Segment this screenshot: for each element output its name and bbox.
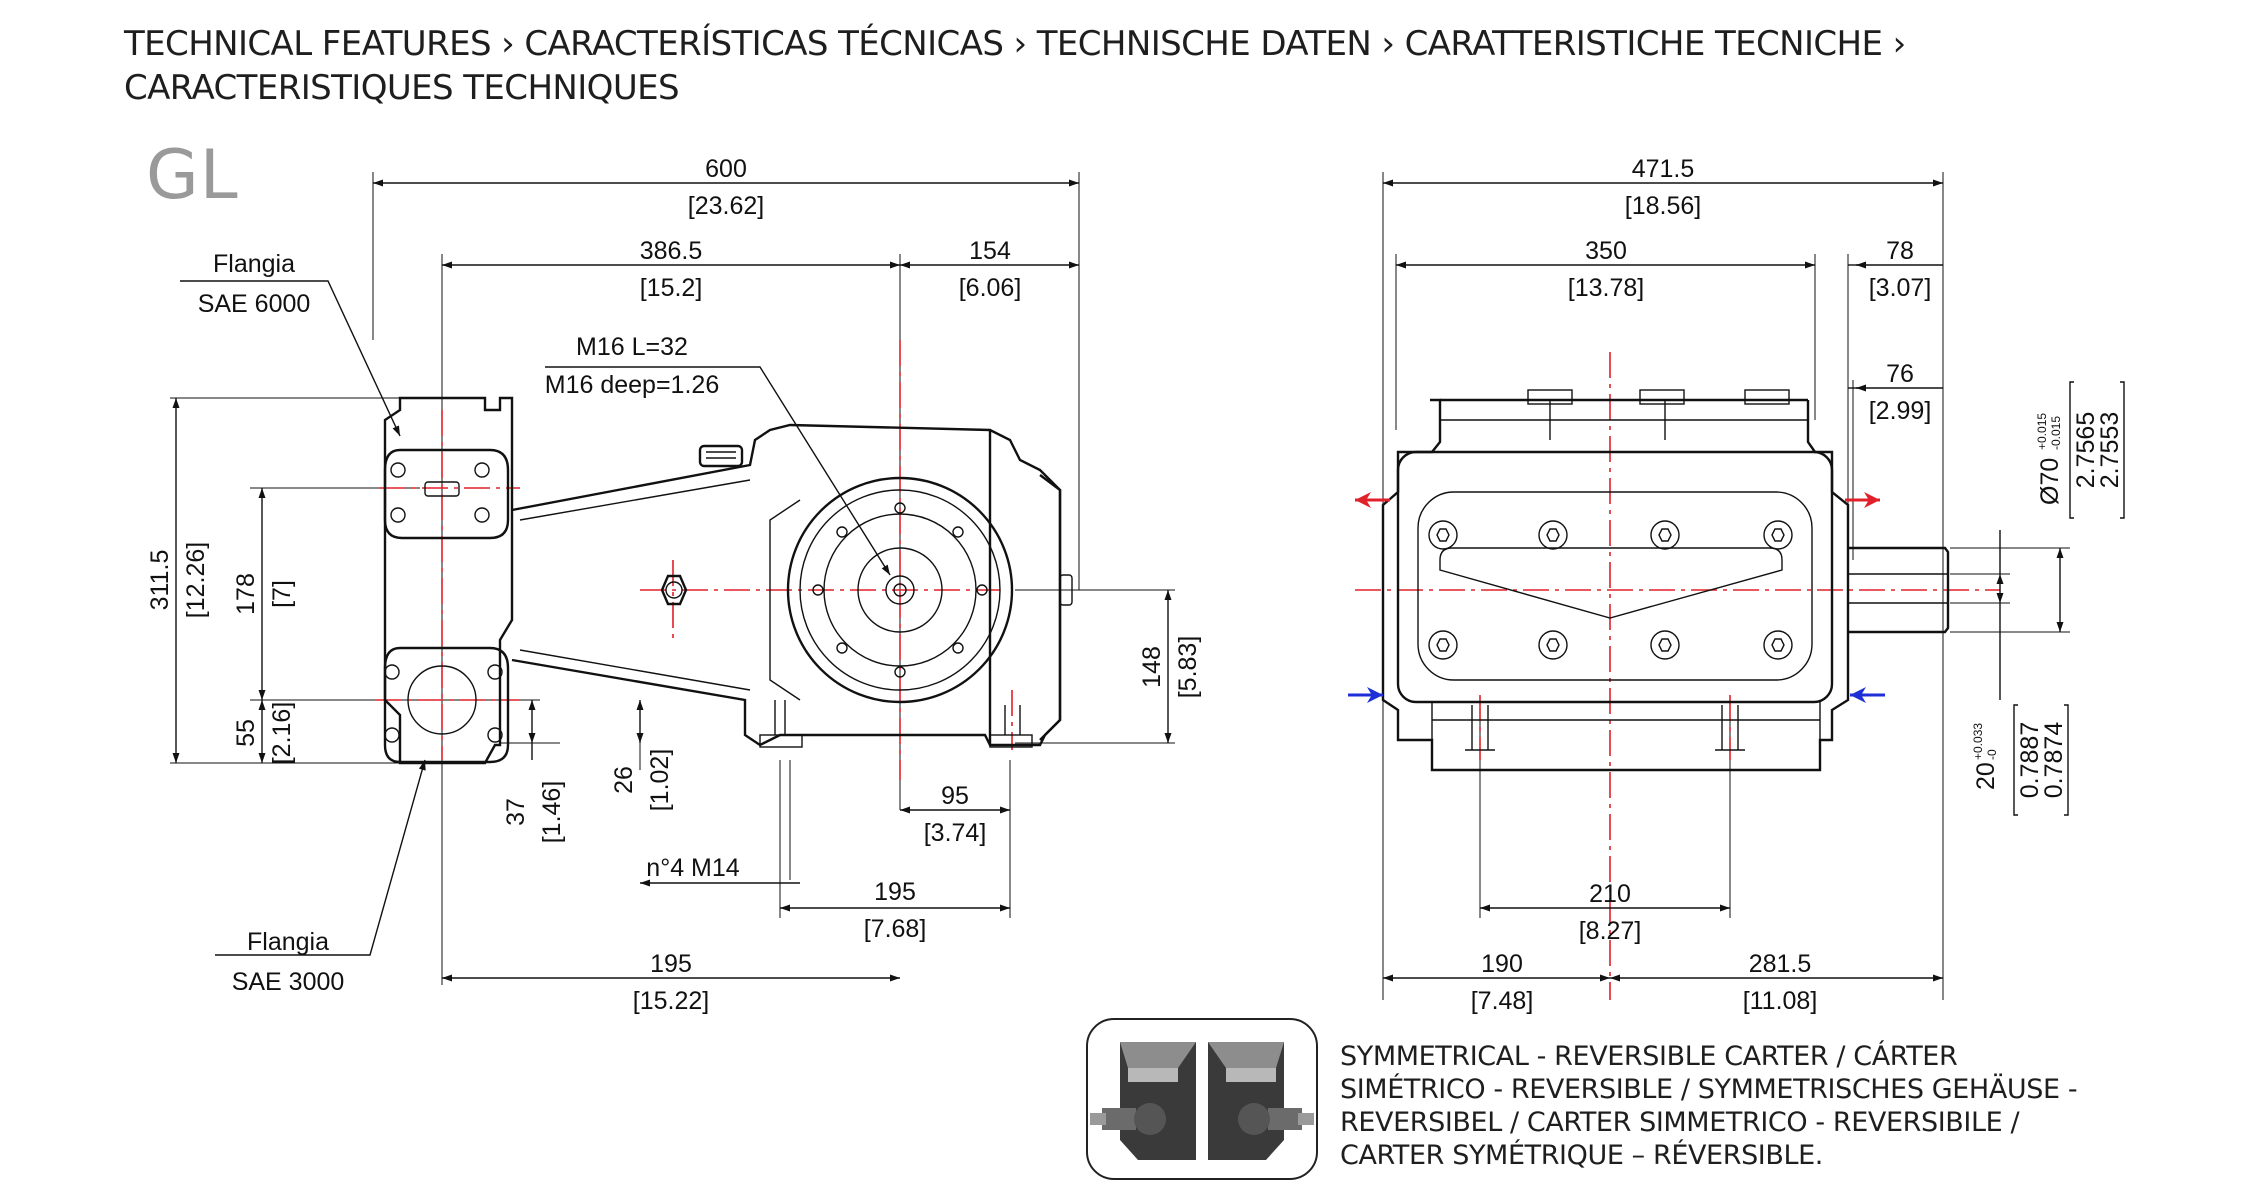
dim-shaft-in-1: 2.7565 — [2072, 412, 2100, 488]
dim-195-b-in: [15.22] — [633, 987, 709, 1015]
front-view: 471.5 [18.56] 350 [13.78] 78 [3.07] 76 [… — [1348, 155, 2125, 1015]
dim-190: 190 — [1481, 950, 1523, 978]
dim-37: 37 — [502, 798, 530, 826]
dim-shaft-tol-up: +0.015 — [2035, 413, 2049, 450]
dim-178: 178 — [232, 573, 260, 615]
dim-26-in: [1.02] — [646, 749, 674, 812]
dim-key-tol-down: -0 — [1985, 749, 1999, 760]
note-line-3: REVERSIBEL / CARTER SIMMETRICO - REVERSI… — [1340, 1107, 2020, 1138]
dim-78-in: [3.07] — [1869, 274, 1932, 302]
dim-95: 95 — [941, 782, 969, 810]
dim-76-in: [2.99] — [1869, 397, 1932, 425]
dim-26: 26 — [610, 766, 638, 794]
dim-386-5: 386.5 — [640, 237, 703, 265]
model-name: GL — [146, 136, 239, 215]
shaft-diameter-callout: Ø70 +0.015 -0.015 — [2035, 413, 2064, 505]
bolts-label: n°4 M14 — [646, 854, 739, 882]
dim-600: 600 — [705, 155, 747, 183]
dim-471-5-in: [18.56] — [1625, 192, 1701, 220]
dim-76: 76 — [1886, 360, 1914, 388]
reversible-carter-image — [1086, 1018, 1318, 1180]
dim-350-in: [13.78] — [1568, 274, 1644, 302]
dim-148-in: [5.83] — [1174, 636, 1202, 699]
dim-55: 55 — [232, 719, 260, 747]
dim-311-5: 311.5 — [146, 550, 174, 611]
page-header: TECHNICAL FEATURES › CARACTERÍSTICAS TÉC… — [124, 22, 2124, 110]
dim-key-in-2: 0.7874 — [2040, 722, 2068, 799]
dim-key: 20 — [1972, 762, 2000, 790]
reversible-pump-icon — [1090, 1038, 1314, 1164]
thread-label-1: M16 L=32 — [576, 333, 688, 361]
thread-label-2: M16 deep=1.26 — [545, 371, 719, 399]
header-line-2: CARACTERISTIQUES TECHNIQUES — [124, 68, 680, 108]
dim-178-in: [7] — [268, 580, 296, 608]
dim-195-b: 195 — [650, 950, 692, 978]
header-line-1: TECHNICAL FEATURES › CARACTERÍSTICAS TÉC… — [124, 24, 1906, 64]
dim-311-5-in: [12.26] — [182, 542, 210, 618]
dim-195-a: 195 — [874, 878, 916, 906]
dim-350: 350 — [1585, 237, 1627, 265]
dim-key-tol-up: +0.033 — [1971, 723, 1985, 760]
dim-154-in: [6.06] — [959, 274, 1022, 302]
dim-281-5: 281.5 — [1749, 950, 1812, 978]
dim-key-in-1: 0.7887 — [2016, 722, 2044, 798]
dim-195-a-in: [7.68] — [864, 915, 927, 943]
note-line-2: SIMÉTRICO - REVERSIBLE / SYMMETRISCHES G… — [1340, 1074, 2078, 1105]
dim-210-in: [8.27] — [1579, 917, 1642, 945]
key-width-callout: 20 +0.033 -0 — [1971, 723, 2000, 790]
flange-bottom-label-2: SAE 3000 — [232, 968, 345, 996]
dim-386-5-in: [15.2] — [640, 274, 703, 302]
dim-148: 148 — [1138, 646, 1166, 688]
note-line-1: SYMMETRICAL - REVERSIBLE CARTER / CÁRTER — [1340, 1041, 1958, 1072]
flange-bottom-label-1: Flangia — [247, 928, 329, 956]
dim-95-in: [3.74] — [924, 819, 987, 847]
flange-top-label-1: Flangia — [213, 250, 295, 278]
dim-190-in: [7.48] — [1471, 987, 1534, 1015]
dim-78: 78 — [1886, 237, 1914, 265]
dim-154: 154 — [969, 237, 1011, 265]
reversible-carter-note: SYMMETRICAL - REVERSIBLE CARTER / CÁRTER… — [1340, 1040, 2078, 1172]
note-line-4: CARTER SYMÉTRIQUE – RÉVERSIBLE. — [1340, 1140, 1823, 1171]
dim-shaft-tol-down: -0.015 — [2049, 416, 2063, 450]
dim-600-in: [23.62] — [688, 192, 764, 220]
dim-210: 210 — [1589, 880, 1631, 908]
flange-top-label-2: SAE 6000 — [198, 290, 311, 318]
dim-shaft-in-2: 2.7553 — [2096, 412, 2124, 488]
dim-shaft-diameter: Ø70 — [2036, 458, 2064, 505]
dim-55-in: [2.16] — [268, 702, 296, 765]
dim-471-5: 471.5 — [1632, 155, 1695, 183]
dim-281-5-in: [11.08] — [1743, 987, 1818, 1015]
side-view: Flangia SAE 6000 Flangia SAE 3000 M16 L=… — [146, 155, 1202, 1015]
dim-37-in: [1.46] — [538, 781, 566, 844]
